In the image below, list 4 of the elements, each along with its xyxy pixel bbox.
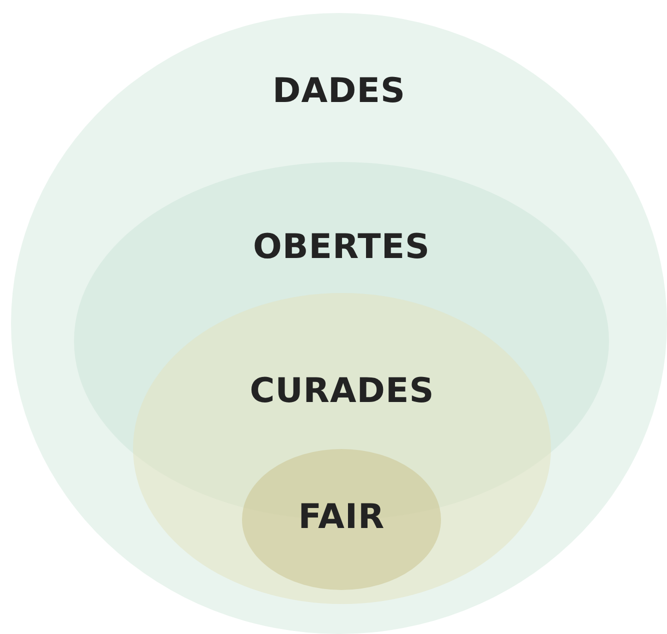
ellipse-label: OBERTES bbox=[252, 227, 432, 267]
ellipse-label: FAIR bbox=[297, 497, 386, 537]
ellipse-label: DADES bbox=[272, 71, 406, 111]
ellipse-label: CURADES bbox=[248, 371, 436, 411]
